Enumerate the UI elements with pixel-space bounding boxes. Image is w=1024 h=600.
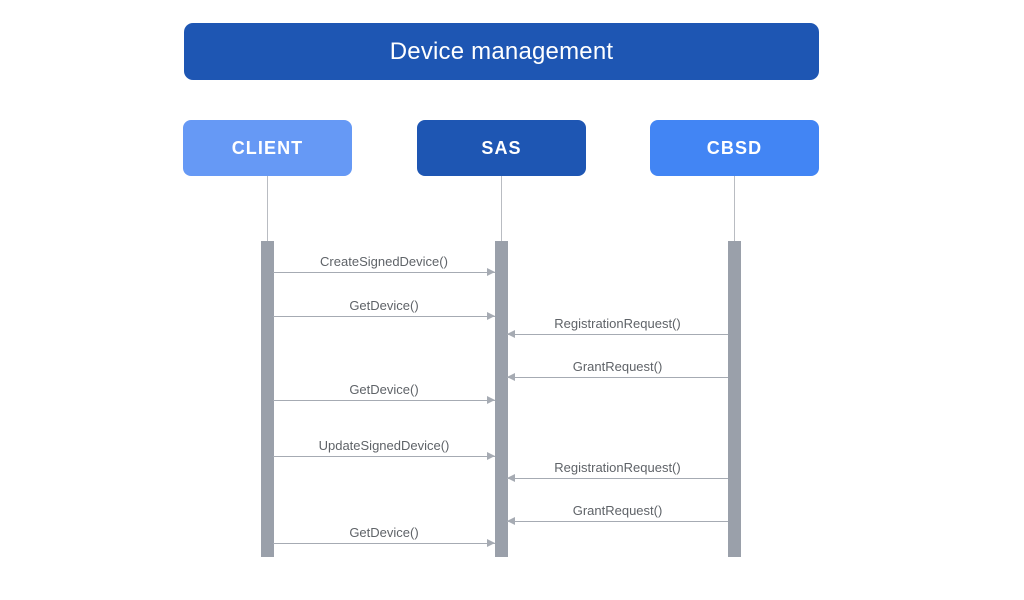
message-8[interactable]: GrantRequest() bbox=[507, 503, 728, 525]
message-7[interactable]: RegistrationRequest() bbox=[507, 460, 728, 482]
participant-label-cbsd: CBSD bbox=[706, 137, 763, 158]
message-5[interactable]: GetDevice() bbox=[273, 382, 495, 404]
diagram-title-bar: Device management bbox=[184, 23, 819, 80]
message-label: RegistrationRequest() bbox=[554, 460, 681, 475]
participant-header-cbsd[interactable]: CBSD bbox=[650, 120, 819, 176]
message-label: GrantRequest() bbox=[572, 359, 663, 374]
arrow-head-icon bbox=[487, 312, 495, 320]
arrow-head-icon bbox=[507, 330, 515, 338]
message-label: GetDevice() bbox=[349, 382, 419, 397]
message-line bbox=[507, 478, 728, 479]
message-label: CreateSignedDevice() bbox=[320, 254, 448, 269]
page-title: Device management bbox=[389, 37, 614, 65]
message-4[interactable]: GrantRequest() bbox=[507, 359, 728, 381]
message-2[interactable]: GetDevice() bbox=[273, 298, 495, 320]
message-line bbox=[273, 543, 495, 544]
arrow-head-icon bbox=[507, 474, 515, 482]
arrow-head-icon bbox=[487, 268, 495, 276]
participant-label-sas: SAS bbox=[481, 137, 522, 158]
arrow-head-icon bbox=[507, 373, 515, 381]
message-line bbox=[273, 272, 495, 273]
arrow-head-icon bbox=[487, 452, 495, 460]
message-line bbox=[273, 316, 495, 317]
message-label: GetDevice() bbox=[349, 298, 419, 313]
arrow-head-icon bbox=[487, 539, 495, 547]
message-1[interactable]: CreateSignedDevice() bbox=[273, 254, 495, 276]
message-6[interactable]: UpdateSignedDevice() bbox=[273, 438, 495, 460]
message-line bbox=[507, 521, 728, 522]
participant-label-client: CLIENT bbox=[231, 137, 304, 158]
message-line bbox=[507, 334, 728, 335]
message-line bbox=[273, 456, 495, 457]
lifeline-client bbox=[267, 176, 268, 242]
participant-header-client[interactable]: CLIENT bbox=[183, 120, 352, 176]
participant-header-sas[interactable]: SAS bbox=[417, 120, 586, 176]
message-label: RegistrationRequest() bbox=[554, 316, 681, 331]
message-label: GetDevice() bbox=[349, 525, 419, 540]
lifeline-sas bbox=[501, 176, 502, 242]
message-line bbox=[507, 377, 728, 378]
message-label: UpdateSignedDevice() bbox=[318, 438, 450, 453]
activation-bar-sas bbox=[495, 241, 508, 557]
activation-bar-cbsd bbox=[728, 241, 741, 557]
message-3[interactable]: RegistrationRequest() bbox=[507, 316, 728, 338]
message-label: GrantRequest() bbox=[572, 503, 663, 518]
message-9[interactable]: GetDevice() bbox=[273, 525, 495, 547]
arrow-head-icon bbox=[507, 517, 515, 525]
arrow-head-icon bbox=[487, 396, 495, 404]
lifeline-cbsd bbox=[734, 176, 735, 242]
activation-bar-client bbox=[261, 241, 274, 557]
message-line bbox=[273, 400, 495, 401]
